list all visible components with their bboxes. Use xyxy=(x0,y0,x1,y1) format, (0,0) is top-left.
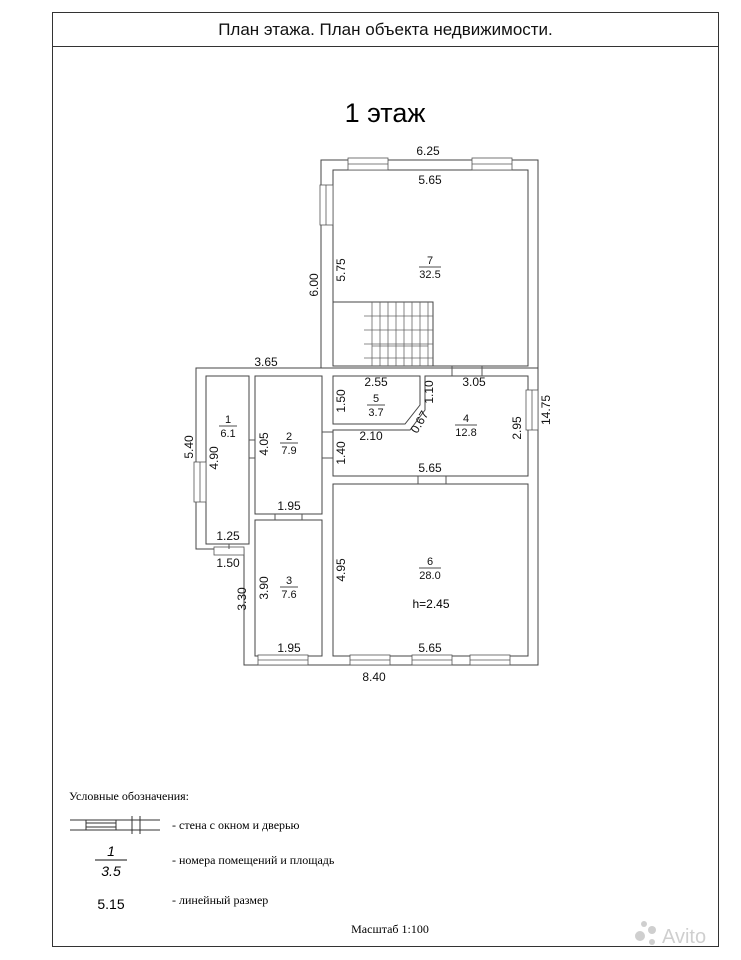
dim-top-inner: 5.65 xyxy=(418,173,442,187)
room-1-number: 1 xyxy=(225,414,231,426)
room-7-area: 32.5 xyxy=(419,269,440,281)
room-7-number: 7 xyxy=(427,255,433,267)
page-title: План этажа. План объекта недвижимости. xyxy=(53,13,718,47)
drawing-frame: План этажа. План объекта недвижимости. xyxy=(52,12,719,947)
room-6-area: 28.0 xyxy=(419,570,440,582)
room-4-number: 4 xyxy=(463,413,469,425)
legend-linear-label: - линейный размер xyxy=(172,893,268,907)
legend-room-number-example: 1 xyxy=(107,843,115,859)
room-2-number: 2 xyxy=(286,431,292,443)
dim-room4-height: 2.95 xyxy=(510,416,524,440)
dim-top-outer: 6.25 xyxy=(416,144,440,158)
dim-hall-top: 3.65 xyxy=(254,355,278,369)
dim-room2-bottom: 1.95 xyxy=(277,499,301,513)
legend-linear-example: 5.15 xyxy=(97,896,124,912)
room-1-area: 6.1 xyxy=(220,428,235,440)
legend-room-area-example: 3.5 xyxy=(101,863,121,879)
dim-right-total: 14.75 xyxy=(539,395,553,425)
scale-label: Масштаб 1:100 xyxy=(351,922,429,936)
wall-room-5 xyxy=(332,375,421,425)
dim-left-inner-upper: 5.75 xyxy=(334,258,348,282)
wall-lower-outer xyxy=(195,367,539,666)
dim-room3-height: 3.90 xyxy=(257,576,271,600)
watermark-text: Avito xyxy=(662,926,706,948)
dim-room5-bottom: 2.10 xyxy=(359,429,383,443)
dim-left-outer-upper: 6.00 xyxy=(307,273,321,297)
dim-room6-bottom: 5.65 xyxy=(418,641,442,655)
dim-room4-bottom: 5.65 xyxy=(418,461,442,475)
wall-room-2 xyxy=(254,375,323,515)
wall-room-1 xyxy=(205,375,250,545)
dim-room6-height: 4.95 xyxy=(334,558,348,582)
ceiling-height: h=2.45 xyxy=(412,597,449,611)
room-5-area: 3.7 xyxy=(368,407,383,419)
dim-room2-height: 4.05 xyxy=(257,432,271,456)
legend-title: Условные обозначения: xyxy=(69,789,189,803)
room-3-area: 7.6 xyxy=(281,589,296,601)
room-6-number: 6 xyxy=(427,556,433,568)
dim-room1-bottom-outer: 1.50 xyxy=(216,556,240,570)
dim-room3-outer-height: 3.30 xyxy=(235,587,249,611)
dim-room4-top: 3.05 xyxy=(462,375,486,389)
legend-room-label: - номера помещений и площадь xyxy=(172,853,335,867)
dim-room5-diag: 0.67 xyxy=(408,408,432,436)
floor-label: 1 этаж xyxy=(345,98,426,128)
dim-room3-bottom: 1.95 xyxy=(277,641,301,655)
room-2-area: 7.9 xyxy=(281,445,296,457)
dim-total-bottom: 8.40 xyxy=(362,670,386,684)
wall-room-7-inner xyxy=(332,169,529,367)
avito-watermark: Avito xyxy=(635,921,706,948)
dim-room5-right: 1.10 xyxy=(422,380,436,404)
stairs xyxy=(332,301,434,367)
dim-room1-outer-height: 5.40 xyxy=(182,435,196,459)
dim-room5-height: 1.50 xyxy=(334,389,348,413)
dim-room5-width: 2.55 xyxy=(364,375,388,389)
room-3-number: 3 xyxy=(286,575,292,587)
dim-passage-height: 1.40 xyxy=(334,441,348,465)
room-5-number: 5 xyxy=(373,393,379,405)
dim-room1-inner-height: 4.90 xyxy=(207,446,221,470)
legend-wall-symbol xyxy=(70,816,160,834)
dim-room1-bottom-inner: 1.25 xyxy=(216,529,240,543)
legend-wall-label: - стена с окном и дверью xyxy=(172,818,300,832)
room-4-area: 12.8 xyxy=(455,427,476,439)
